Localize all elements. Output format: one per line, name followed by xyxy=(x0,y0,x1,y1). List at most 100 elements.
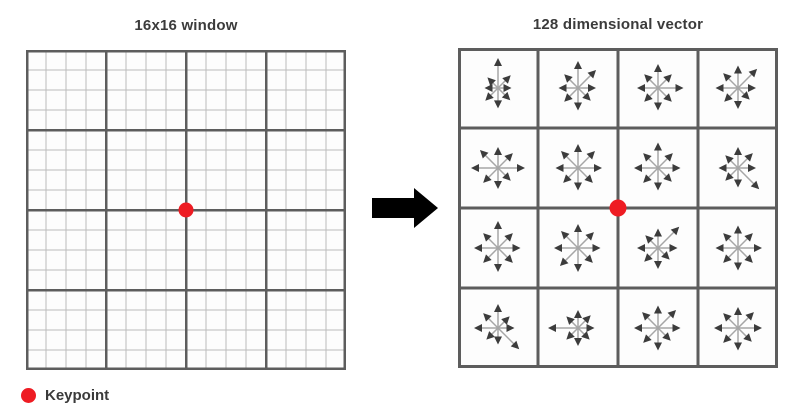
orientation-arrow-head-icon xyxy=(745,312,754,321)
orientation-arrow-head-icon xyxy=(594,164,602,172)
histogram-cell xyxy=(718,147,760,190)
orientation-arrow-head-icon xyxy=(723,233,732,242)
orientation-arrow-head-icon xyxy=(714,324,722,332)
orientation-arrow-head-icon xyxy=(586,151,595,160)
orientation-arrow-head-icon xyxy=(750,180,760,190)
orientation-arrow-head-icon xyxy=(548,324,556,332)
orientation-arrow-shaft xyxy=(577,73,593,89)
orientation-arrow-shaft xyxy=(737,72,754,89)
orientation-arrow-head-icon xyxy=(734,342,742,351)
orientation-arrow-shaft xyxy=(486,316,499,329)
orientation-arrow-shaft xyxy=(563,247,579,263)
orientation-arrow-head-icon xyxy=(734,65,742,74)
orientation-arrow-head-icon xyxy=(723,313,732,322)
orientation-arrow-head-icon xyxy=(471,164,479,172)
orientation-arrow-shaft xyxy=(657,87,669,99)
orientation-arrow-shaft xyxy=(645,315,659,329)
orientation-arrow-head-icon xyxy=(654,261,662,269)
orientation-arrow-shaft xyxy=(646,327,659,340)
orientation-arrow-head-icon xyxy=(592,244,601,252)
histogram-cell xyxy=(484,58,512,109)
orientation-arrow-shaft xyxy=(577,154,592,169)
orientation-arrow-head-icon xyxy=(504,233,513,242)
orientation-arrow-head-icon xyxy=(748,164,756,172)
orientation-arrow-head-icon xyxy=(642,312,651,321)
orientation-arrow-shaft xyxy=(577,87,588,98)
orientation-arrow-head-icon xyxy=(584,174,593,183)
orientation-arrow-head-icon xyxy=(734,179,742,188)
orientation-arrow-shaft xyxy=(737,327,749,339)
orientation-arrow-head-icon xyxy=(664,153,673,162)
orientation-arrow-head-icon xyxy=(494,221,502,229)
orientation-arrow-head-icon xyxy=(587,69,597,79)
orientation-arrow-shaft xyxy=(577,318,588,329)
orientation-arrow-head-icon xyxy=(741,91,750,100)
orientation-arrow-head-icon xyxy=(754,244,762,252)
orientation-arrow-head-icon xyxy=(654,228,662,237)
orientation-arrow-head-icon xyxy=(637,84,645,92)
orientation-arrow-head-icon xyxy=(510,340,520,350)
orientation-arrow-head-icon xyxy=(574,144,582,152)
orientation-arrow-shaft xyxy=(646,167,659,180)
orientation-arrow-shaft xyxy=(737,315,751,329)
orientation-arrow-head-icon xyxy=(670,226,680,236)
orientation-arrow-head-icon xyxy=(486,331,495,340)
orientation-arrow-shaft xyxy=(566,167,579,180)
orientation-arrow-head-icon xyxy=(734,101,742,109)
orientation-arrow-head-icon xyxy=(555,164,564,172)
orientation-arrow-shaft xyxy=(657,156,670,169)
histogram-cell xyxy=(554,224,601,272)
orientation-arrow-shaft xyxy=(657,167,669,179)
orientation-arrow-head-icon xyxy=(734,262,742,271)
descriptor-grid xyxy=(458,48,778,368)
orientation-arrow-head-icon xyxy=(654,102,662,111)
orientation-arrow-head-icon xyxy=(582,92,591,101)
orientation-arrow-head-icon xyxy=(501,316,510,325)
orientation-arrow-head-icon xyxy=(643,174,652,183)
orientation-arrow-head-icon xyxy=(669,244,678,252)
orientation-arrow-head-icon xyxy=(645,235,654,244)
orientation-arrow-head-icon xyxy=(725,155,734,164)
orientation-arrow-head-icon xyxy=(672,164,681,172)
orientation-arrow-head-icon xyxy=(564,74,573,83)
histogram-cell xyxy=(474,304,520,350)
orientation-arrow-head-icon xyxy=(483,254,492,263)
orientation-arrow-head-icon xyxy=(494,181,502,189)
orientation-arrow-shaft xyxy=(726,316,739,329)
orientation-arrow-shaft xyxy=(497,327,516,346)
orientation-arrow-head-icon xyxy=(663,173,672,182)
histogram-cell xyxy=(714,307,762,351)
orientation-arrow-head-icon xyxy=(484,84,493,92)
orientation-arrow-head-icon xyxy=(725,172,734,181)
orientation-arrow-head-icon xyxy=(574,310,582,318)
orientation-arrow-head-icon xyxy=(506,324,515,332)
orientation-arrow-head-icon xyxy=(558,84,567,92)
histogram-cell xyxy=(555,144,602,191)
orientation-arrow-head-icon xyxy=(494,147,502,155)
orientation-arrow-head-icon xyxy=(734,147,742,155)
orientation-arrow-head-icon xyxy=(566,331,575,340)
orientation-arrow-head-icon xyxy=(654,182,662,191)
orientation-arrow-head-icon xyxy=(512,244,521,252)
orientation-arrow-head-icon xyxy=(724,93,733,102)
orientation-arrow-head-icon xyxy=(644,93,653,102)
orientation-arrow-shaft xyxy=(647,77,659,89)
orientation-arrow-shaft xyxy=(728,158,739,169)
orientation-arrow-shaft xyxy=(737,247,750,260)
legend: Keypoint xyxy=(21,387,109,404)
orientation-arrow-head-icon xyxy=(483,174,492,183)
orientation-arrow-head-icon xyxy=(654,64,662,72)
histogram-cell xyxy=(715,225,762,271)
orientation-arrow-head-icon xyxy=(654,342,662,351)
orientation-arrow-head-icon xyxy=(672,324,681,332)
orientation-arrow-shaft xyxy=(657,230,676,249)
orientation-arrow-shaft xyxy=(726,327,739,340)
orientation-arrow-shaft xyxy=(497,236,510,249)
keypoint-dot xyxy=(178,202,194,218)
orientation-arrow-head-icon xyxy=(743,333,752,342)
orientation-arrow-head-icon xyxy=(748,84,756,92)
orientation-arrow-shaft xyxy=(564,234,579,249)
orientation-arrow-shaft xyxy=(483,153,499,169)
orientation-arrow-shaft xyxy=(648,238,659,249)
